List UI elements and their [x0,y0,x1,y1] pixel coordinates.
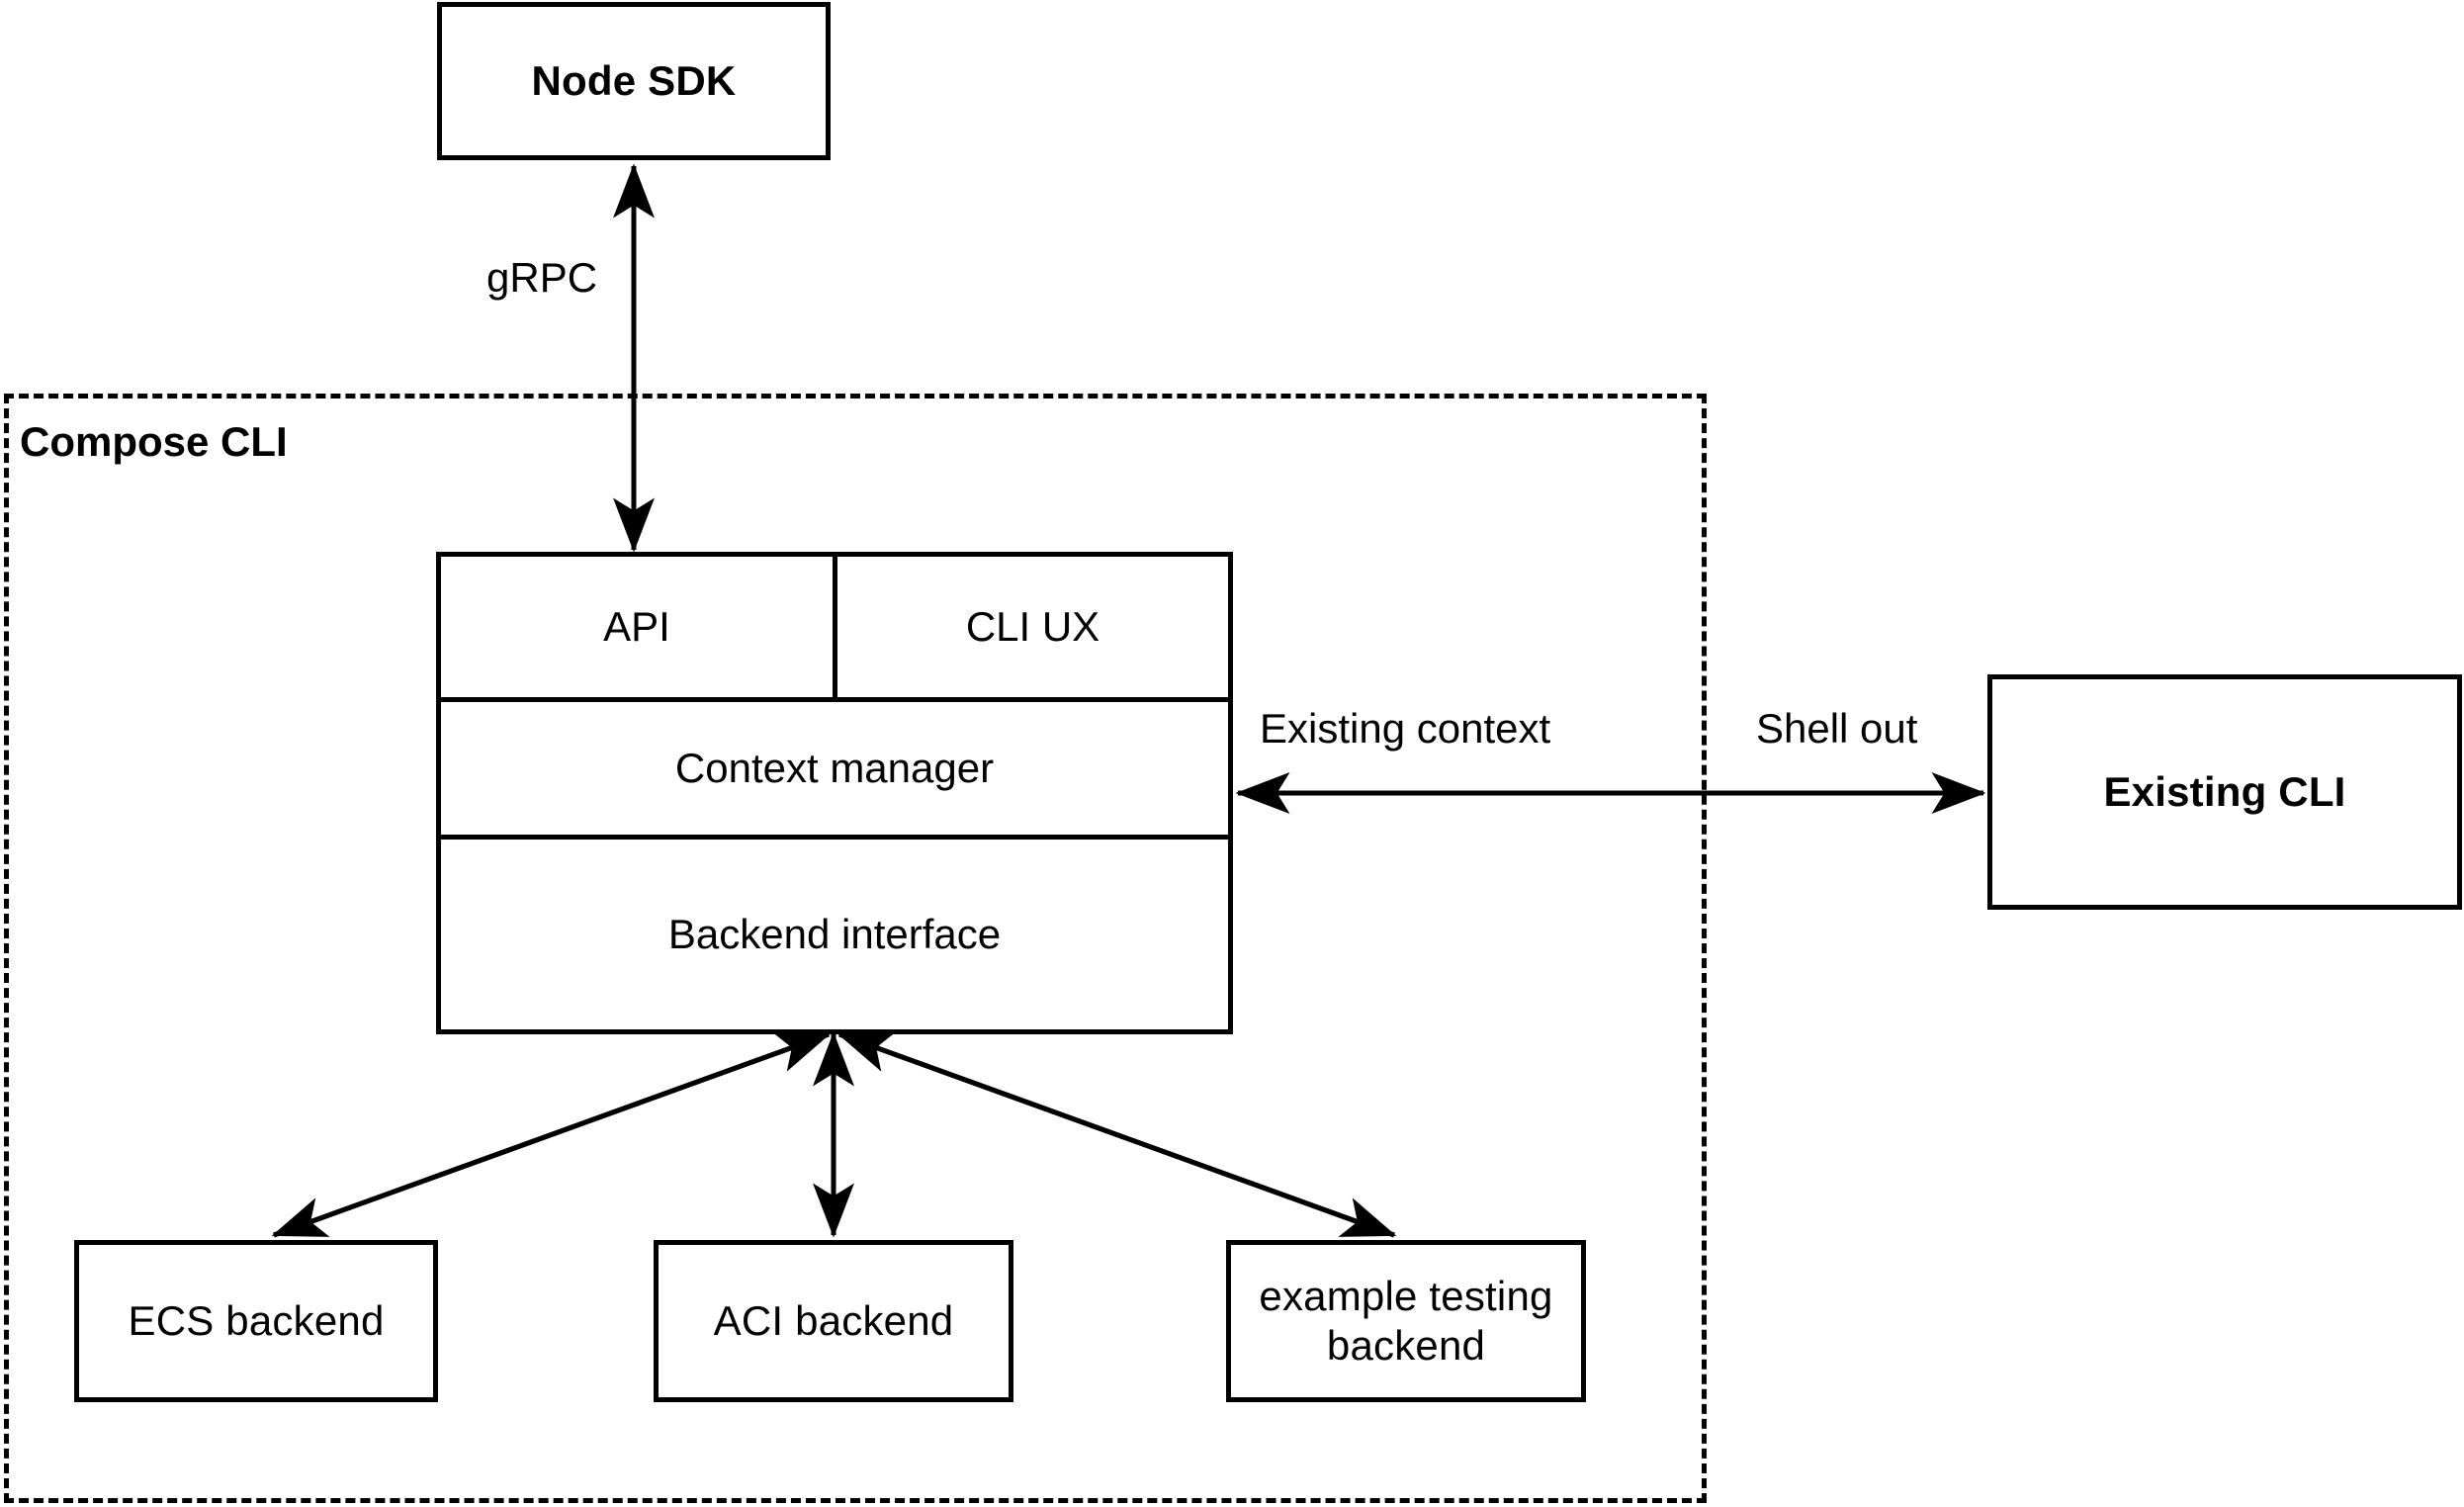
example-testing-backend-label-line2: backend [1326,1322,1486,1369]
node-sdk-label: Node SDK [531,57,737,105]
edge-backend-example-testing [836,1031,1397,1238]
ecs-backend-box[interactable]: ECS backend [74,1240,438,1402]
api-label: API [603,603,670,651]
grpc-edge-label: gRPC [486,254,598,301]
ecs-backend-label: ECS backend [128,1297,385,1345]
shell-out-edge-label: Shell out [1756,705,1918,752]
compose-cli-group-label: Compose CLI [20,418,288,465]
api-cell[interactable]: API [441,557,833,697]
aci-backend-label: ACI backend [713,1297,954,1345]
context-manager-cell[interactable]: Context manager [441,702,1228,835]
existing-cli-box[interactable]: Existing CLI [1987,674,2462,910]
stack-divider-api-context [436,697,1233,702]
backend-interface-cell[interactable]: Backend interface [441,840,1228,1029]
existing-context-edge-label: Existing context [1260,705,1551,752]
edge-backend-ecs [271,1031,832,1238]
aci-backend-box[interactable]: ACI backend [654,1240,1013,1402]
stack-divider-context-backend [436,835,1233,840]
example-testing-backend-label-line1: example testing [1259,1273,1553,1320]
existing-cli-label: Existing CLI [2103,768,2346,816]
cli-ux-cell[interactable]: CLI UX [837,557,1228,697]
compose-cli-group-boundary [4,394,1707,1503]
example-testing-backend-box[interactable]: example testing backend [1226,1240,1586,1402]
stack-divider-api-cliux [833,552,837,697]
cli-ux-label: CLI UX [965,603,1100,651]
backend-interface-label: Backend interface [667,911,1002,958]
context-manager-label: Context manager [674,745,995,792]
node-sdk-box[interactable]: Node SDK [437,2,831,160]
